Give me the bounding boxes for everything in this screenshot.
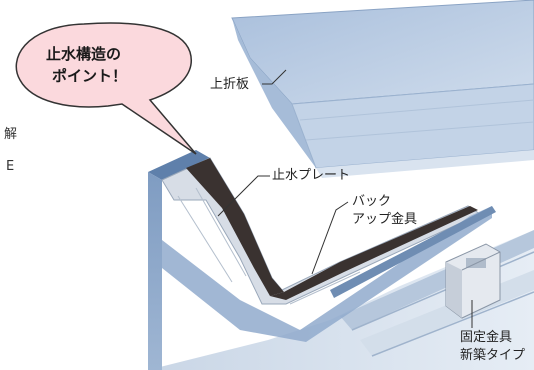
label-backup-bracket-line-1: バック bbox=[352, 194, 392, 209]
label-fixing-bracket-line-1: 固定金具 bbox=[460, 330, 513, 345]
label-waterstop-plate: 止水プレート bbox=[272, 168, 351, 183]
label-fixing-bracket-line-2: 新築タイプ bbox=[460, 348, 526, 363]
callout-line-2: ポイント！ bbox=[52, 67, 128, 85]
rail-panel bbox=[162, 206, 496, 342]
fixing-bracket bbox=[445, 243, 501, 319]
upper-folded-plate bbox=[231, 0, 534, 178]
callout-bubble bbox=[15, 22, 197, 155]
side-text-line-1: 解 bbox=[4, 127, 18, 142]
callout-line-1: 止水構造の bbox=[46, 45, 122, 63]
label-backup-bracket-line-2: アップ金具 bbox=[352, 212, 418, 227]
leader-lines bbox=[217, 69, 473, 328]
left-wall bbox=[148, 150, 210, 370]
side-text-line-2: E bbox=[6, 159, 15, 174]
label-upper-folded-plate: 上折板 bbox=[210, 77, 250, 92]
